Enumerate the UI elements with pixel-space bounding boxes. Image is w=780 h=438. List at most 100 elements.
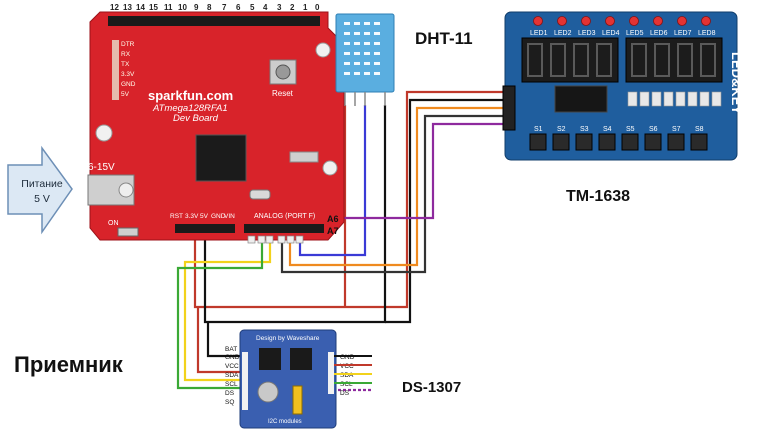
button-label: S3 bbox=[580, 126, 589, 133]
power-pin-label: GND bbox=[211, 213, 226, 220]
led-label: LED3 bbox=[578, 30, 596, 37]
reset-button-cap bbox=[275, 64, 291, 80]
tm1638-leds bbox=[533, 16, 711, 26]
led-label: LED1 bbox=[530, 30, 548, 37]
top-pin-label: 9 bbox=[194, 3, 199, 12]
tm1638-led-labels: LED1 LED2 LED3 LED4 LED5 LED6 LED7 LED8 bbox=[530, 30, 716, 37]
mount-hole bbox=[95, 124, 113, 142]
push-button[interactable] bbox=[575, 133, 593, 151]
mount-hole bbox=[315, 42, 331, 58]
power-pin-label: 3.3V bbox=[185, 213, 199, 220]
push-button[interactable] bbox=[529, 133, 547, 151]
left-pin-labels: DTR RX TX 3.3V GND 5V bbox=[121, 41, 136, 98]
ds1307-crystal bbox=[292, 385, 303, 415]
top-pin-label: 6 bbox=[236, 3, 241, 12]
ds1307-footer: I2C modules bbox=[268, 419, 302, 425]
left-pin-label: 3.3V bbox=[121, 71, 135, 78]
ds-left-pin: GND bbox=[225, 354, 240, 361]
wire-sda-yellow bbox=[183, 242, 272, 382]
power-pin-labels: RST 3.3V 5V GND VIN bbox=[170, 213, 235, 220]
led-label: LED6 bbox=[650, 30, 668, 37]
button-label: S5 bbox=[626, 126, 635, 133]
push-button[interactable] bbox=[644, 133, 662, 151]
tm1638-chip bbox=[554, 85, 608, 113]
mount-hole bbox=[322, 160, 338, 176]
seven-seg-digits bbox=[527, 43, 716, 77]
power-label-line2: 5 V bbox=[34, 193, 50, 205]
ds1307-header: Design by Waveshare bbox=[256, 335, 320, 342]
push-button[interactable] bbox=[598, 133, 616, 151]
top-pin-label: 10 bbox=[178, 3, 187, 12]
ds-right-pin: SDA bbox=[340, 372, 354, 379]
ds-left-pin: DS bbox=[225, 390, 235, 397]
tm1638-connector bbox=[502, 85, 516, 131]
push-button[interactable] bbox=[552, 133, 570, 151]
wire-tm-dark bbox=[280, 114, 505, 274]
top-pin-label: 1 bbox=[303, 3, 308, 12]
tm1638-button-labels: S1 S2 S3 S4 S5 S6 S7 S8 bbox=[534, 126, 704, 133]
button-label: S8 bbox=[695, 126, 704, 133]
ds1307-right-pin-labels: GND VCC SDA SCL DS bbox=[340, 354, 355, 397]
ds1307-battery bbox=[257, 381, 279, 403]
left-pin-label: TX bbox=[121, 61, 130, 68]
analog-header bbox=[244, 224, 324, 233]
wire-vcc-red bbox=[193, 90, 505, 309]
top-pin-label: 14 bbox=[136, 3, 145, 12]
push-button[interactable] bbox=[690, 133, 708, 151]
led-label: LED2 bbox=[554, 30, 572, 37]
arduino-board: 12 13 14 15 11 10 9 8 7 6 5 4 3 2 1 0 DT… bbox=[87, 3, 345, 241]
power-jack-hole bbox=[118, 182, 134, 198]
capacitor bbox=[289, 151, 319, 163]
led-label: LED5 bbox=[626, 30, 644, 37]
power-switch[interactable] bbox=[117, 227, 139, 237]
on-off-label: ON bbox=[108, 220, 119, 227]
button-label: S6 bbox=[649, 126, 658, 133]
top-pin-label: 15 bbox=[149, 3, 158, 12]
top-pin-label: 0 bbox=[315, 3, 320, 12]
wire-dht-data-blue bbox=[298, 105, 367, 257]
tm1638-buttons[interactable] bbox=[529, 133, 708, 151]
button-label: S7 bbox=[672, 126, 681, 133]
top-pin-label: 12 bbox=[110, 3, 119, 12]
button-label: S2 bbox=[557, 126, 566, 133]
button-label: S4 bbox=[603, 126, 612, 133]
top-pin-label: 5 bbox=[250, 3, 255, 12]
tm1638-board: LED1 LED2 LED3 LED4 LED5 LED6 LED7 LED8 bbox=[502, 11, 744, 161]
left-pin-label: 5V bbox=[121, 91, 130, 98]
led-label: LED8 bbox=[698, 30, 716, 37]
resistor-row bbox=[627, 91, 722, 107]
wire-vcc-red-to-ds bbox=[196, 307, 242, 374]
power-pin-label: 5V bbox=[200, 213, 209, 220]
reset-label: Reset bbox=[272, 89, 294, 98]
board-name: Dev Board bbox=[173, 113, 219, 124]
tm1638-side-text: LED&KEY bbox=[729, 52, 744, 114]
label-a7: A7 bbox=[327, 226, 339, 236]
ds-left-pin: BAT bbox=[225, 346, 237, 353]
push-button[interactable] bbox=[667, 133, 685, 151]
dht11-grille bbox=[344, 22, 380, 75]
push-button[interactable] bbox=[621, 133, 639, 151]
ds-right-pin: VCC bbox=[340, 363, 354, 370]
led-label: LED7 bbox=[674, 30, 692, 37]
top-pin-label: 13 bbox=[123, 3, 132, 12]
ds-right-pin: GND bbox=[340, 354, 355, 361]
ds1307-right-header bbox=[328, 352, 334, 394]
power-input-arrow: Питание 5 V bbox=[7, 145, 73, 235]
seven-segment-display bbox=[521, 37, 723, 83]
left-pin-label: GND bbox=[121, 81, 136, 88]
wire-scl-green bbox=[176, 242, 264, 390]
crystal bbox=[249, 189, 271, 200]
left-pin-label: DTR bbox=[121, 41, 135, 48]
ds-left-pin: SQ bbox=[225, 399, 234, 406]
ds1307-chip-1 bbox=[259, 348, 281, 370]
ds-left-pin: SCL bbox=[225, 381, 238, 388]
power-label-line1: Питание bbox=[21, 178, 63, 190]
wire-gnd-black-tm bbox=[385, 98, 505, 324]
analog-pins bbox=[247, 235, 304, 244]
power-pin-label: RST bbox=[170, 213, 183, 220]
power-header bbox=[175, 224, 235, 233]
dht11-legs bbox=[344, 92, 386, 106]
ds1307-left-header bbox=[242, 352, 248, 410]
led-label: LED4 bbox=[602, 30, 620, 37]
